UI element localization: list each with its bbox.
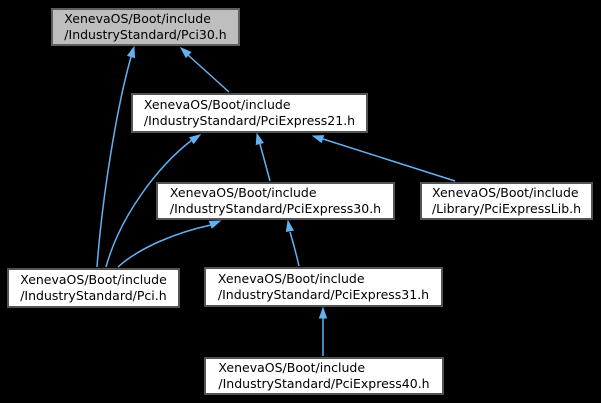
node-label-line: XenevaOS/Boot/include [64, 10, 211, 26]
node-label-line: /IndustryStandard/Pci.h [20, 288, 167, 303]
node-label: XenevaOS/Boot/include /IndustryStandard/… [64, 11, 226, 44]
node-label-line: /Library/PciExpressLib.h [431, 201, 582, 216]
node-label: XenevaOS/Boot/include /IndustryStandard/… [144, 97, 355, 130]
node-label-line: /IndustryStandard/PciExpress31.h [217, 287, 430, 302]
node-label: XenevaOS/Boot/include /IndustryStandard/… [20, 272, 167, 305]
node-pci-h[interactable]: XenevaOS/Boot/include /IndustryStandard/… [7, 268, 180, 308]
node-label: XenevaOS/Boot/include /IndustryStandard/… [218, 271, 429, 304]
node-pci30-h[interactable]: XenevaOS/Boot/include /IndustryStandard/… [51, 8, 240, 46]
node-pciexpresslib-h[interactable]: XenevaOS/Boot/include /Library/PciExpres… [420, 182, 593, 220]
node-label-line: XenevaOS/Boot/include [20, 271, 167, 287]
edge-pci-h-to-pci30-h [96, 45, 136, 268]
node-pciexpress30-h[interactable]: XenevaOS/Boot/include /IndustryStandard/… [156, 182, 395, 220]
node-label-line: /IndustryStandard/PciExpress21.h [143, 113, 356, 128]
node-label-line: XenevaOS/Boot/include [431, 184, 579, 200]
node-label-line: XenevaOS/Boot/include [169, 184, 317, 200]
edge-pciexpress30-h-to-pciexpress21-h [255, 132, 271, 182]
node-label-line: XenevaOS/Boot/include [143, 96, 291, 112]
node-pciexpress21-h[interactable]: XenevaOS/Boot/include /IndustryStandard/… [131, 93, 368, 133]
node-label: XenevaOS/Boot/include /IndustryStandard/… [218, 360, 429, 393]
edge-pciexpress40-h-to-pciexpress31-h [318, 306, 328, 356]
edge-pci-h-to-pciexpress21-h [105, 134, 202, 268]
edge-pciexpress21-h-to-pci30-h [179, 46, 230, 93]
node-label: XenevaOS/Boot/include /Library/PciExpres… [432, 185, 581, 218]
node-label-line: /IndustryStandard/Pci30.h [64, 27, 227, 42]
node-label-line: XenevaOS/Boot/include [218, 359, 366, 375]
node-label-line: /IndustryStandard/PciExpress40.h [218, 376, 430, 391]
edge-pciexpresslib-h-to-pciexpress21-h [311, 135, 456, 182]
node-label-line: /IndustryStandard/PciExpress30.h [169, 201, 382, 216]
node-label: XenevaOS/Boot/include /IndustryStandard/… [170, 185, 381, 218]
node-pciexpress31-h[interactable]: XenevaOS/Boot/include /IndustryStandard/… [204, 267, 443, 307]
edge-pciexpress31-h-to-pciexpress30-h [285, 219, 300, 267]
node-pciexpress40-h[interactable]: XenevaOS/Boot/include /IndustryStandard/… [204, 357, 444, 395]
edge-pci-h-to-pciexpress30-h [117, 220, 222, 268]
node-label-line: XenevaOS/Boot/include [217, 270, 365, 286]
